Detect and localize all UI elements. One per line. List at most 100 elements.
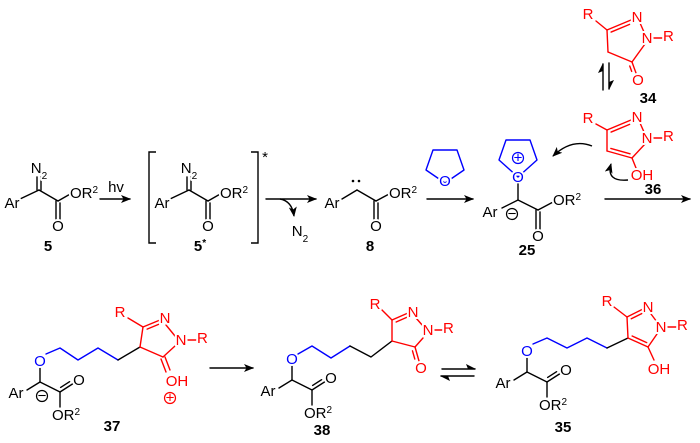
single-bond <box>39 381 61 393</box>
text-part: OH <box>631 167 654 184</box>
compound-35-ester: OR2 <box>539 397 568 415</box>
single-bond <box>165 324 176 337</box>
butyl-linker <box>532 337 608 349</box>
text-part: R <box>602 293 613 310</box>
text-part: OH <box>648 361 671 378</box>
text-part: N <box>408 304 419 321</box>
single-bond <box>291 379 313 391</box>
single-bond <box>513 371 528 381</box>
text-part: O <box>34 353 46 370</box>
single-bond <box>391 340 416 348</box>
compound-38-n1: N <box>423 322 434 339</box>
compound-37-n2: N <box>160 310 171 327</box>
single-bond <box>414 337 424 348</box>
single-bond <box>501 199 519 209</box>
charge-circle <box>35 389 49 403</box>
text-part: N <box>423 322 434 339</box>
text-part: N <box>643 299 654 316</box>
text-part: 8 <box>366 238 374 255</box>
text-part: N <box>176 332 187 349</box>
text-part: N <box>642 130 653 147</box>
compound-8-ester: OR2 <box>389 185 418 203</box>
double-bond <box>606 119 632 131</box>
text-part: hv <box>108 179 124 196</box>
text-part: O <box>73 372 85 389</box>
single-bond <box>380 308 393 321</box>
compound-37-n1: N <box>176 332 187 349</box>
double-bond <box>311 380 327 391</box>
text-part: OR <box>52 407 75 424</box>
compound-25-label: 25 <box>519 242 536 259</box>
text-part: N <box>632 9 643 26</box>
nucleophilic-attack-curved-arrow <box>552 142 593 157</box>
text-part: 2 <box>93 185 99 196</box>
text-part: O <box>286 351 298 368</box>
text-part: 2 <box>412 185 418 196</box>
compound-35-hydroxyl: OH <box>648 361 671 378</box>
text-part: R <box>677 317 688 334</box>
oxonium-ring <box>498 139 538 178</box>
double-bond <box>626 308 644 318</box>
compound-25-ester: OR2 <box>553 192 582 210</box>
compound-36-n2: N <box>632 109 643 126</box>
thf-ring <box>425 149 465 184</box>
double-bond-inner <box>610 23 631 33</box>
single-bond <box>526 371 548 383</box>
text-part: O <box>325 370 337 387</box>
charge-sign: − <box>508 206 517 223</box>
text-part: 5 <box>44 238 52 255</box>
single-bond <box>650 313 658 323</box>
single-bond <box>631 143 646 159</box>
text-part: 34 <box>640 90 657 107</box>
single-bond <box>626 316 629 339</box>
text-part: 37 <box>104 418 121 435</box>
single-bond <box>164 356 171 371</box>
single-bond <box>537 200 556 211</box>
text-part: * <box>202 238 206 249</box>
carbene-lone-pair-dot <box>357 179 361 183</box>
text-part: O <box>512 169 524 186</box>
double-bond <box>142 319 161 328</box>
compound-35-r3: R <box>602 293 613 310</box>
compound-8-aryl: Ar <box>325 195 340 212</box>
text-part: 2 <box>75 407 81 418</box>
single-bond <box>57 192 73 202</box>
compound-37-hydroxyl: OH <box>166 373 189 390</box>
double-bond <box>631 61 637 74</box>
single-bond <box>647 333 658 348</box>
single-bond <box>160 358 167 373</box>
text-part: R <box>370 296 381 313</box>
compound-35-aryl: Ar <box>496 375 511 392</box>
compound-38-label: 38 <box>314 422 331 439</box>
charge-sign: + <box>514 150 523 167</box>
text-part: R <box>663 128 674 145</box>
compound-5-excited-label: 5* <box>194 238 206 256</box>
text-part: R <box>663 28 674 45</box>
compound-35-ether-oxygen: O <box>521 343 533 360</box>
double-bond <box>606 150 633 159</box>
text-part: OR <box>70 185 93 202</box>
text-part: O <box>560 362 572 379</box>
compound-38-carbonyl-o: O <box>325 370 337 387</box>
compound-35-n2: N <box>643 299 654 316</box>
text-part: Ar <box>155 195 170 212</box>
charge-circle <box>163 391 177 405</box>
text-part: OH <box>166 373 189 390</box>
single-bond <box>188 189 209 202</box>
single-bond <box>278 379 293 389</box>
compound-8-carbonyl-o: O <box>370 218 382 235</box>
compound-38-carbonyl-o: O <box>415 360 427 377</box>
text-part: OR <box>389 185 412 202</box>
double-bond-inner <box>411 350 416 360</box>
excited-state-star: * <box>262 149 268 166</box>
compound-37-r3: R <box>115 304 126 321</box>
oxonium-oxygen: O <box>512 169 524 186</box>
text-part: 2 <box>327 405 333 416</box>
left-bracket <box>148 151 156 244</box>
text-part: N <box>292 223 303 240</box>
double-bond-inner <box>59 380 71 389</box>
n2-byproduct: N2 <box>292 223 309 245</box>
single-bond <box>595 123 608 131</box>
compound-25-aryl: Ar <box>483 204 498 221</box>
charge-circle <box>505 207 519 221</box>
